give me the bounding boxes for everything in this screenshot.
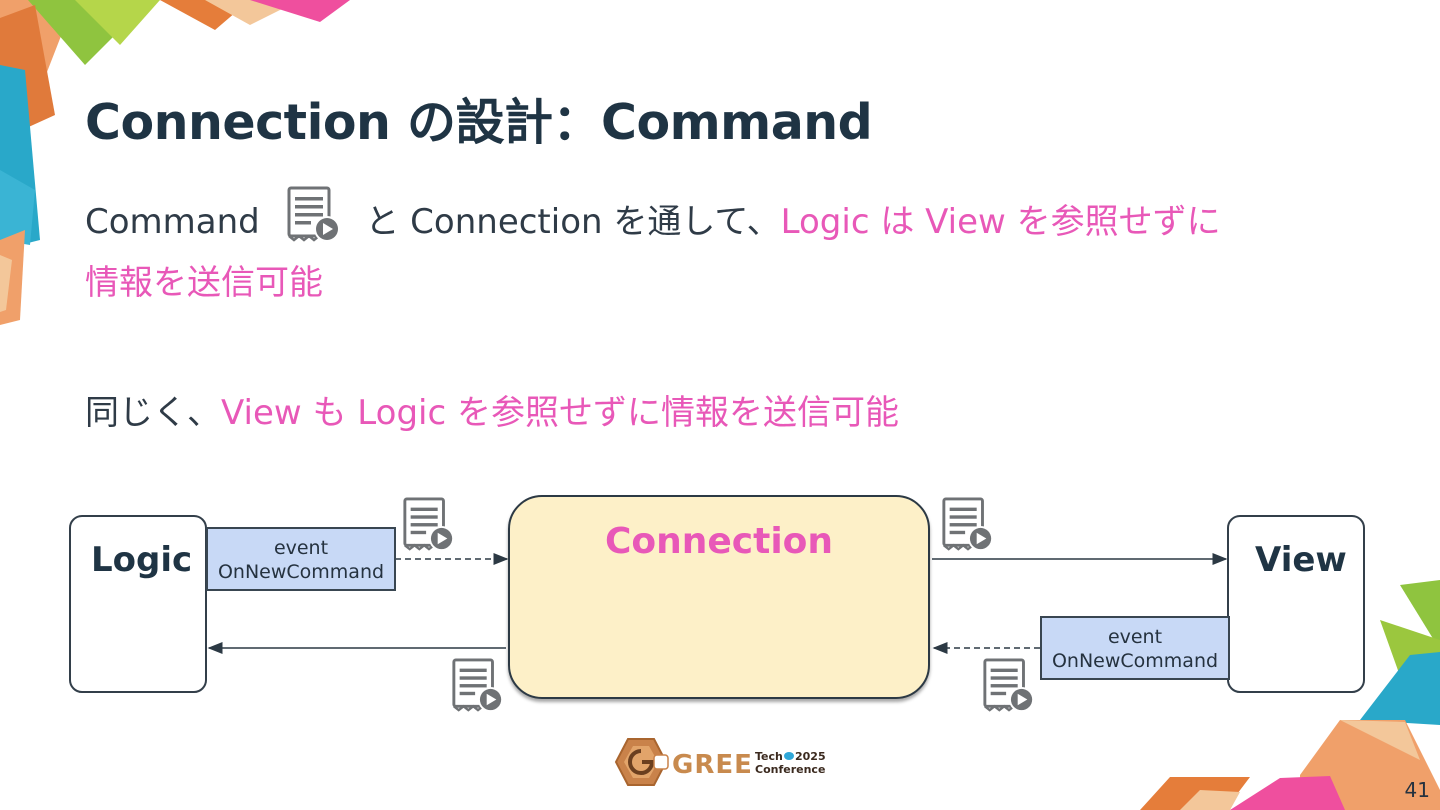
view-box: View xyxy=(1227,515,1365,693)
event-box-right: event OnNewCommand xyxy=(1040,616,1230,680)
command-icon xyxy=(285,186,343,253)
line1-highlight: Logic は View を参照せずに xyxy=(780,202,1221,242)
command-icon xyxy=(983,658,1035,713)
svg-text:Conference: Conference xyxy=(755,763,825,776)
event-box-left: event OnNewCommand xyxy=(206,527,396,591)
gree-tech-conference-logo: GREE Tech 2025 Conference xyxy=(614,738,826,786)
line3-highlight: View も Logic を参照せずに情報を送信可能 xyxy=(221,393,899,433)
svg-text:GREE: GREE xyxy=(672,750,753,780)
line3-prefix: 同じく、 xyxy=(85,393,221,433)
page-number: 41 xyxy=(1404,778,1430,802)
command-icon xyxy=(942,497,994,552)
line1-middle: と Connection を通して、 xyxy=(365,202,781,242)
slide-title: Connection の設計：Command xyxy=(85,94,873,151)
event-right-line1: event xyxy=(1107,626,1163,648)
body-line-3: 同じく、View も Logic を参照せずに情報を送信可能 xyxy=(85,385,899,434)
command-word: Command xyxy=(85,202,260,242)
connection-label: Connection xyxy=(604,521,834,562)
view-label: View xyxy=(1255,540,1347,580)
body-line-1: Command と Connection を通して、Logic は View を… xyxy=(85,186,1221,257)
logic-label: Logic xyxy=(91,540,193,580)
logic-box: Logic xyxy=(69,515,207,693)
body-line-2: 情報を送信可能 xyxy=(85,263,323,303)
event-left-line1: event xyxy=(273,537,329,559)
svg-text:2025: 2025 xyxy=(795,750,826,763)
command-icon xyxy=(452,658,504,713)
command-icon xyxy=(403,497,455,552)
event-right-line2: OnNewCommand xyxy=(1051,650,1219,672)
connection-box: Connection xyxy=(508,495,930,699)
event-left-line2: OnNewCommand xyxy=(217,561,385,583)
svg-text:Tech: Tech xyxy=(755,750,783,763)
